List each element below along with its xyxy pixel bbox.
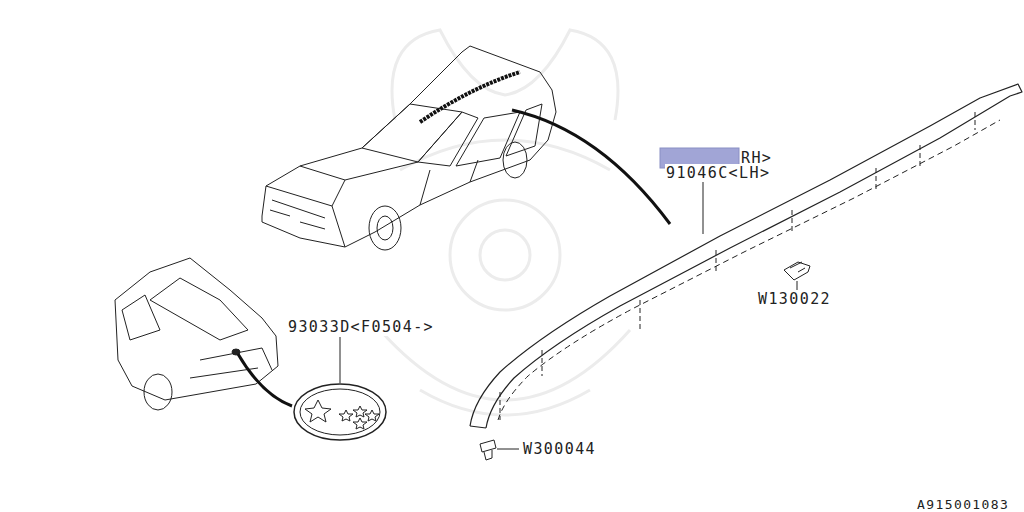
watermark bbox=[380, 30, 630, 415]
clip-w130022 bbox=[784, 262, 810, 280]
wheel bbox=[369, 206, 401, 250]
leader-line bbox=[340, 337, 341, 383]
molding-top-edge bbox=[470, 84, 1022, 426]
leader-line bbox=[497, 449, 519, 450]
bumper-lines bbox=[190, 348, 272, 378]
wheel bbox=[503, 142, 527, 178]
roof-molding-highlight bbox=[420, 72, 520, 122]
molding-end bbox=[470, 426, 486, 428]
molding-hidden-edge bbox=[498, 120, 1000, 420]
leader-line bbox=[797, 281, 798, 290]
door-lines bbox=[420, 160, 478, 205]
clip-w300044 bbox=[480, 440, 496, 460]
emblem-star bbox=[305, 400, 331, 422]
roof-molding bbox=[470, 84, 1022, 428]
part-number: W300044 bbox=[522, 440, 597, 458]
part-number: W130022 bbox=[757, 290, 832, 308]
pointer-curve bbox=[238, 354, 292, 406]
car-front-view bbox=[262, 46, 556, 250]
clip-symbol bbox=[784, 262, 810, 280]
side-window bbox=[122, 295, 160, 340]
grille bbox=[270, 210, 325, 229]
wheel bbox=[377, 216, 393, 240]
watermark-wheel bbox=[450, 200, 560, 310]
drawing-number: A915001083 bbox=[916, 496, 1010, 512]
car-rear-view bbox=[115, 258, 278, 410]
watermark-helmet bbox=[380, 140, 630, 415]
wheel bbox=[144, 374, 172, 410]
emblem-inner bbox=[300, 389, 380, 435]
leader-line bbox=[703, 180, 704, 234]
car-body bbox=[262, 46, 556, 247]
windshield bbox=[362, 104, 462, 162]
molding-lower-edge bbox=[486, 96, 1010, 428]
emblem-outline bbox=[294, 384, 386, 440]
clip-positions bbox=[500, 112, 975, 420]
part-number: 91046C<LH> bbox=[665, 164, 771, 182]
pointer-curve bbox=[512, 110, 670, 224]
rear-window bbox=[150, 278, 248, 340]
part-number: 93033D<F0504-> bbox=[287, 318, 435, 336]
clip-symbol bbox=[480, 440, 496, 460]
emblem-star bbox=[339, 406, 379, 429]
watermark-wheel bbox=[480, 230, 530, 280]
hood-lines bbox=[266, 162, 418, 247]
emblem bbox=[294, 384, 386, 440]
